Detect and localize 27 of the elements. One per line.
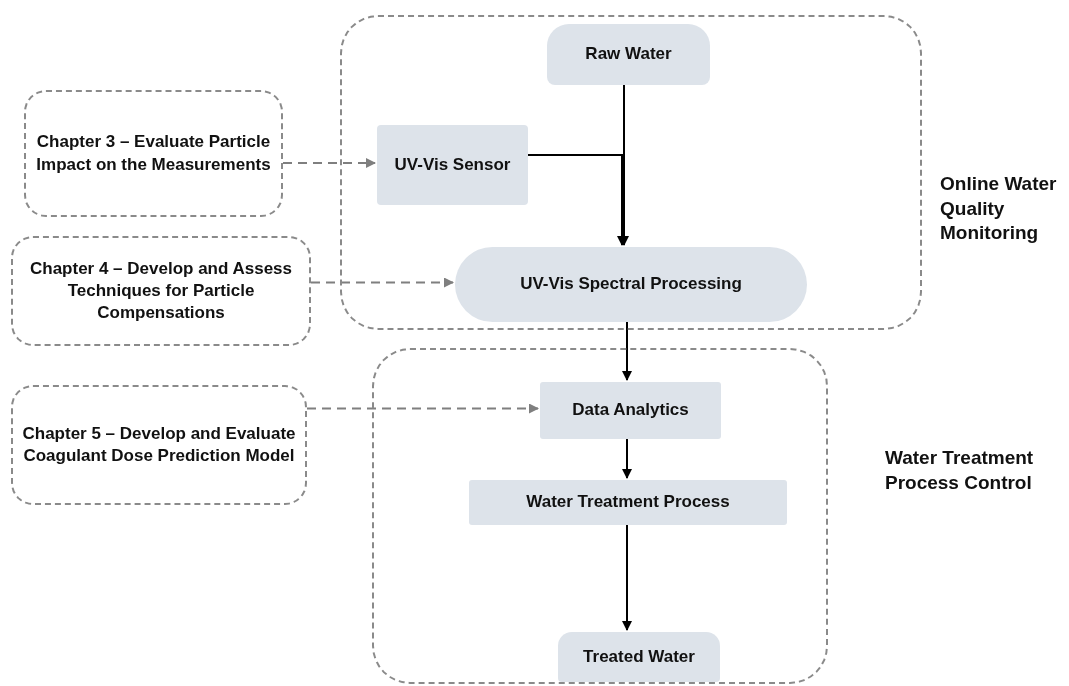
arrow bbox=[310, 277, 454, 288]
chapter-box bbox=[24, 90, 283, 217]
node-label: Raw Water bbox=[585, 43, 672, 66]
process-box bbox=[377, 125, 528, 205]
process-box bbox=[469, 480, 787, 525]
node-label: Chapter 4 – Develop and Assess Techniques for Particle Compensations bbox=[29, 257, 293, 325]
group-title: Water Treatment Process Control bbox=[885, 446, 1035, 495]
group-title: Online Water Quality Monitoring bbox=[940, 172, 1058, 246]
chapter-box bbox=[11, 236, 311, 346]
arrow bbox=[282, 158, 376, 168]
chapter-box bbox=[11, 385, 307, 505]
node-label: Treated Water bbox=[583, 645, 695, 668]
process-box bbox=[547, 24, 710, 85]
node-label: UV-Vis Spectral Processing bbox=[520, 273, 742, 296]
arrow bbox=[622, 522, 632, 631]
node-label: Chapter 3 – Evaluate Particle Impact on the Measurements bbox=[35, 131, 272, 176]
dashed-group-border bbox=[340, 15, 922, 330]
node-label: Water Treatment Process bbox=[526, 491, 730, 514]
dashed-group-border bbox=[372, 348, 828, 684]
node-label: Chapter 5 – Develop and Evaluate Coagulant Dose Prediction Model bbox=[21, 422, 297, 467]
node-label: Data Analytics bbox=[572, 399, 689, 422]
arrow bbox=[622, 436, 632, 479]
arrow bbox=[306, 403, 539, 414]
process-box bbox=[540, 382, 721, 439]
node-label: UV-Vis Sensor bbox=[394, 153, 511, 176]
process-box bbox=[558, 632, 720, 682]
arrow bbox=[622, 319, 632, 381]
